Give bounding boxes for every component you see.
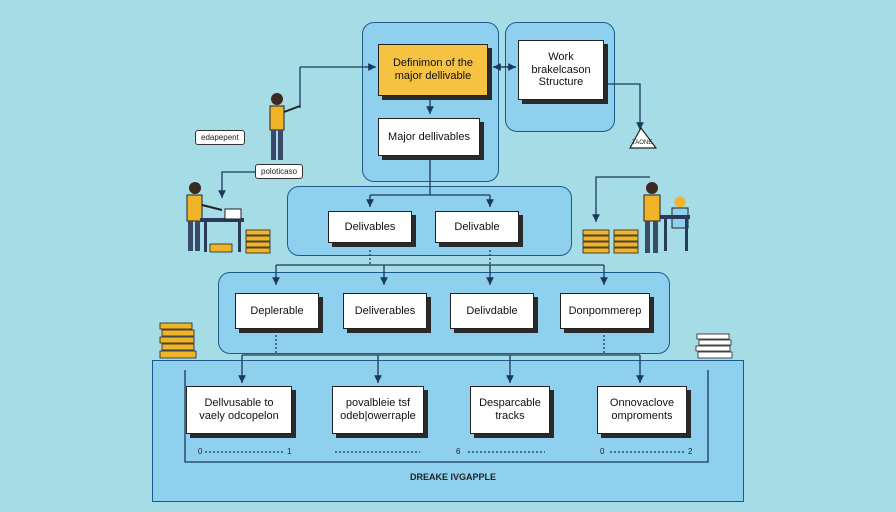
level4-box-2: povalbleie tsf odeb|owerraple xyxy=(332,386,424,434)
triangle-label: TAONE xyxy=(632,140,653,146)
wbs-box: Work brakelcason Structure xyxy=(518,40,604,100)
level3-box-1: Deplerable xyxy=(235,293,319,329)
scale-left-a: 0 xyxy=(198,447,203,456)
level3-box-4: Donpommerep xyxy=(560,293,650,329)
level4-box-4: Onnovaclove omproments xyxy=(597,386,687,434)
presenter-figure-icon xyxy=(269,93,301,160)
right-team-icon xyxy=(582,182,690,254)
left-tag-top: edapepent xyxy=(195,130,245,145)
level3-box-3: Delivdable xyxy=(450,293,534,329)
left-tag-mid: poloticaso xyxy=(255,164,304,179)
book-stack-left-icon xyxy=(159,322,197,359)
major-deliverables-box: Major dellivables xyxy=(378,118,480,156)
scale-mid: 6 xyxy=(456,447,461,456)
level2-box-2: Delivable xyxy=(435,211,519,243)
level4-box-1: Dellvusable to vaely odcopelon xyxy=(186,386,292,434)
definition-box: Definimon of the major dellivable xyxy=(378,44,488,96)
footer-label: DREAKE IVGAPPLE xyxy=(410,472,497,482)
scale-right-b: 2 xyxy=(688,447,693,456)
scale-left-b: 1 xyxy=(287,447,292,456)
paper-stack-right-icon xyxy=(695,333,733,359)
level2-box-1: Delivables xyxy=(328,211,412,243)
level3-box-2: Deliverables xyxy=(343,293,427,329)
scale-right-a: 0 xyxy=(600,447,605,456)
desk-worker-left-icon xyxy=(186,182,271,254)
level4-box-3: Desparcable tracks xyxy=(470,386,550,434)
